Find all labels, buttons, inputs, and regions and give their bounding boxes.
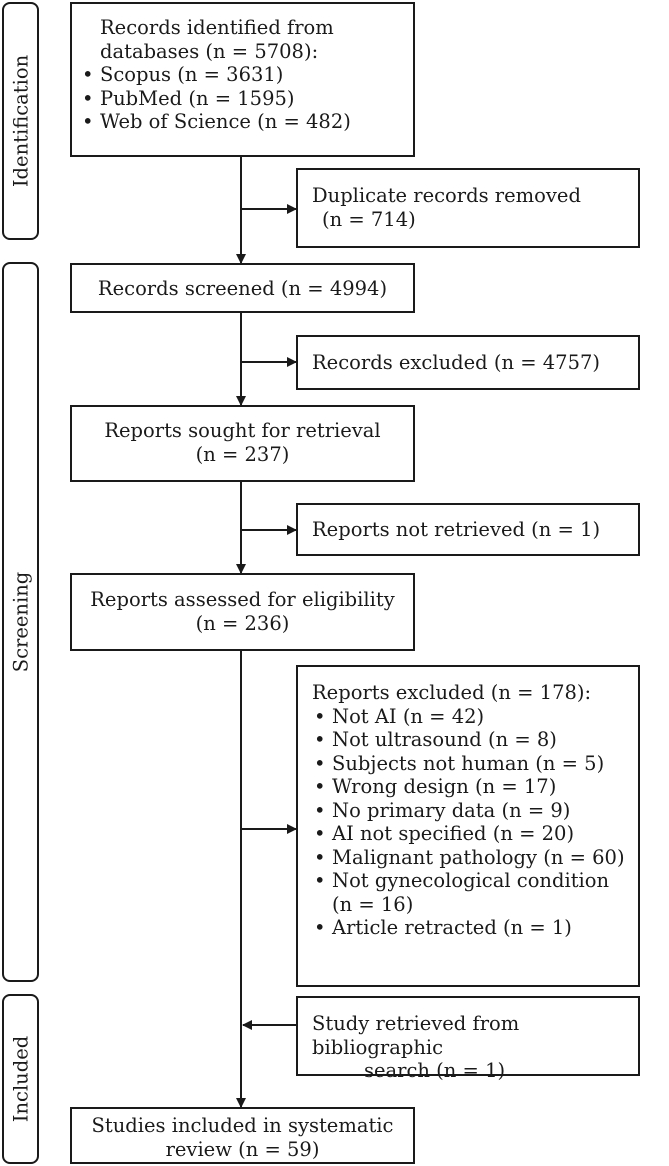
stage-included: Included [2,994,39,1164]
reports-sought-box: Reports sought for retrieval (n = 237) [70,405,415,482]
records-screened-box: Records screened (n = 4994) [70,263,415,313]
exclusion-reason-continuation: (n = 16) [332,892,414,916]
reports-sought-line1: Reports sought for retrieval [104,419,381,442]
study-retrieved-line2: search (n = 1) [364,1059,506,1082]
reports-excluded-box: Reports excluded (n = 178): Not AI (n = … [296,665,640,987]
reports-assessed-box: Reports assessed for eligibility (n = 23… [70,573,415,651]
exclusion-reason: Subjects not human (n = 5) [304,752,630,776]
exclusion-reason: Not gynecological condition [304,869,630,893]
exclusion-reason: Wrong design (n = 17) [304,775,630,799]
database-item: PubMed (n = 1595) [72,87,403,111]
records-screened-text: Records screened (n = 4994) [97,277,388,300]
reports-assessed-line1: Reports assessed for eligibility [90,588,395,611]
studies-included-line2: review (n = 59) [165,1137,320,1161]
duplicates-removed-line1: Duplicate records removed [312,184,581,207]
exclusion-reason: Malignant pathology (n = 60) [304,846,630,870]
studies-included-line1: Studies included in systematic [91,1114,394,1137]
reports-not-retrieved-text: Reports not retrieved (n = 1) [312,518,601,541]
exclusion-reason: Article retracted (n = 1) [304,916,630,940]
records-excluded-box: Records excluded (n = 4757) [296,335,640,390]
records-identified-box: Records identified from databases (n = 5… [70,2,415,157]
database-list: Scopus (n = 3631) PubMed (n = 1595) Web … [72,63,403,134]
records-identified-line1: Records identified from [100,16,334,39]
exclusion-reason: AI not specified (n = 20) [304,822,630,846]
database-item: Scopus (n = 3631) [72,63,403,87]
study-retrieved-box: Study retrieved from bibliographic searc… [296,996,640,1082]
studies-included-box: Studies included in systematic review (n… [70,1107,415,1164]
exclusion-reason: Not ultrasound (n = 8) [304,728,630,752]
stage-screening: Screening [2,262,39,982]
reports-sought-line2: (n = 237) [195,442,290,466]
duplicates-removed-line2: (n = 714) [322,207,416,231]
exclusion-reason: Not AI (n = 42) [304,705,630,729]
exclusion-reason: No primary data (n = 9) [304,799,630,823]
duplicates-removed-box: Duplicate records removed (n = 714) [296,168,640,248]
exclusion-reasons-list: Not AI (n = 42) Not ultrasound (n = 8) S… [304,705,630,940]
reports-excluded-title: Reports excluded (n = 178): [312,681,592,704]
study-retrieved-line1: Study retrieved from bibliographic [312,1012,520,1059]
records-identified-line2: databases (n = 5708): [100,39,319,63]
database-item: Web of Science (n = 482) [72,110,403,134]
reports-assessed-line2: (n = 236) [195,611,290,635]
stage-identification: Identification [2,2,39,240]
reports-not-retrieved-box: Reports not retrieved (n = 1) [296,503,640,556]
records-excluded-text: Records excluded (n = 4757) [312,351,600,374]
